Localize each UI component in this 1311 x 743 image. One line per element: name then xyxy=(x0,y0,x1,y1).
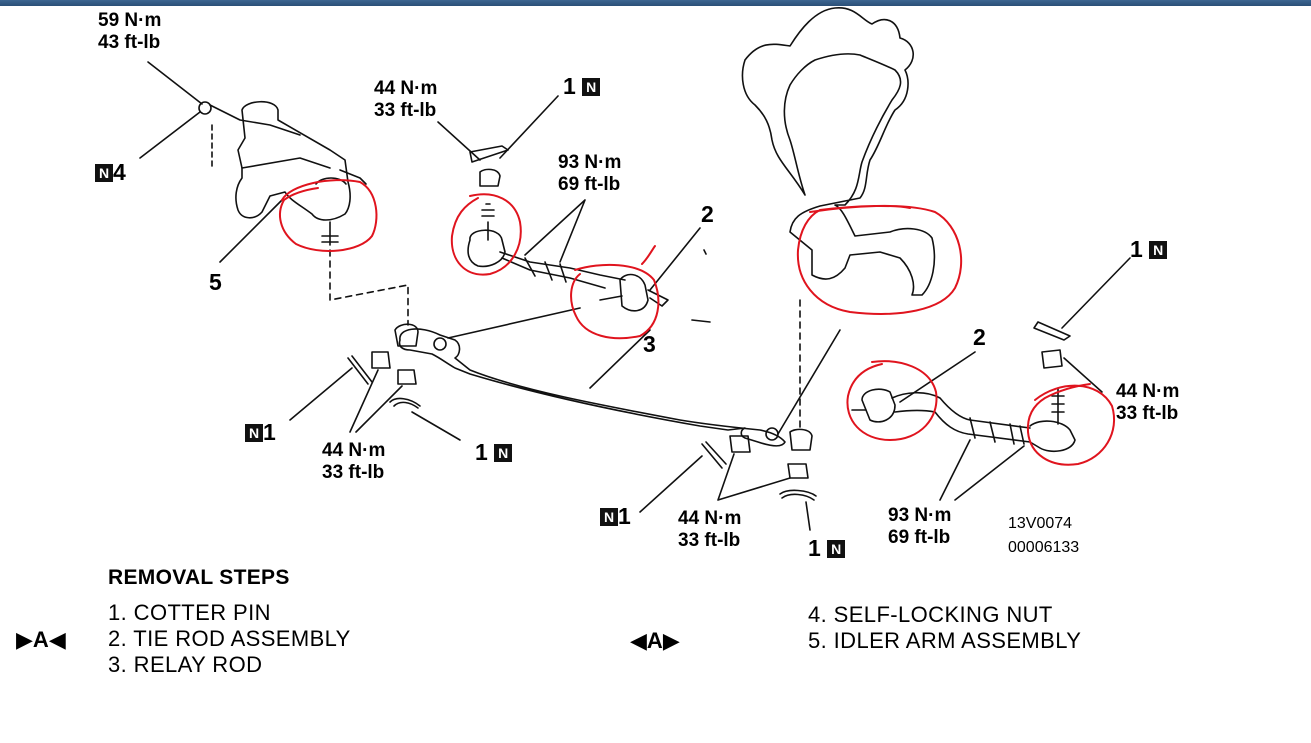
n-nonreusable-icon: N xyxy=(582,78,601,96)
annotation-circle-pitman xyxy=(796,204,963,315)
annotation-circle-idler xyxy=(279,179,378,252)
figure-code: 00006133 xyxy=(1008,539,1080,556)
triangle-right-icon: ▶ xyxy=(16,627,33,652)
n-nonreusable-icon: N xyxy=(827,540,846,558)
removal-step: 3. RELAY ROD xyxy=(108,652,263,677)
removal-step: 1. COTTER PIN xyxy=(108,600,271,625)
n-nonreusable-icon: N xyxy=(494,444,513,462)
tie-rod-assembly-right xyxy=(861,388,896,423)
service-point-marker-a: ▶A◀ xyxy=(16,627,66,652)
callout-part-2: 2 xyxy=(701,201,714,227)
callout-part-1: 1 N xyxy=(808,536,846,560)
triangle-right-icon: ▶ xyxy=(662,628,680,653)
removal-step: 5. IDLER ARM ASSEMBLY xyxy=(808,628,1082,653)
removal-step: 4. SELF-LOCKING NUT xyxy=(808,602,1053,627)
callout-part-5: 5 xyxy=(209,269,222,295)
n-nonreusable-icon: N xyxy=(245,424,263,442)
annotation-circle-top-inner-end xyxy=(570,245,660,340)
n-nonreusable-icon: N xyxy=(600,508,618,526)
annotation-circle-top-outer-end xyxy=(450,193,522,276)
relay-rod xyxy=(398,328,786,447)
annotation-circle-right-inner-end xyxy=(846,360,938,442)
steering-gear-box xyxy=(741,7,936,296)
removal-steps-heading: REMOVAL STEPS xyxy=(108,566,290,589)
callout-part-3: 3 xyxy=(643,331,656,357)
tie-rod-assembly-top xyxy=(467,229,506,268)
triangle-left-icon: ◀ xyxy=(630,628,647,653)
callout-part-1: 1 N xyxy=(563,74,601,98)
triangle-left-icon: ◀ xyxy=(48,627,66,652)
window-title-bar xyxy=(0,0,1311,6)
callout-part-1: 1 N xyxy=(475,440,513,464)
idler-arm-assembly xyxy=(235,100,351,221)
callout-part-2: 2 xyxy=(973,324,986,350)
annotation-circle-right-outer-end xyxy=(1026,383,1116,466)
n-nonreusable-icon: N xyxy=(95,164,113,182)
callout-part-1: 1 N xyxy=(1130,237,1168,261)
removal-step: 2. TIE ROD ASSEMBLY xyxy=(108,626,351,651)
figure-code: 13V0074 xyxy=(1008,515,1073,532)
n-nonreusable-icon: N xyxy=(1149,241,1168,259)
service-point-marker-a: ◀A▶ xyxy=(630,628,680,653)
